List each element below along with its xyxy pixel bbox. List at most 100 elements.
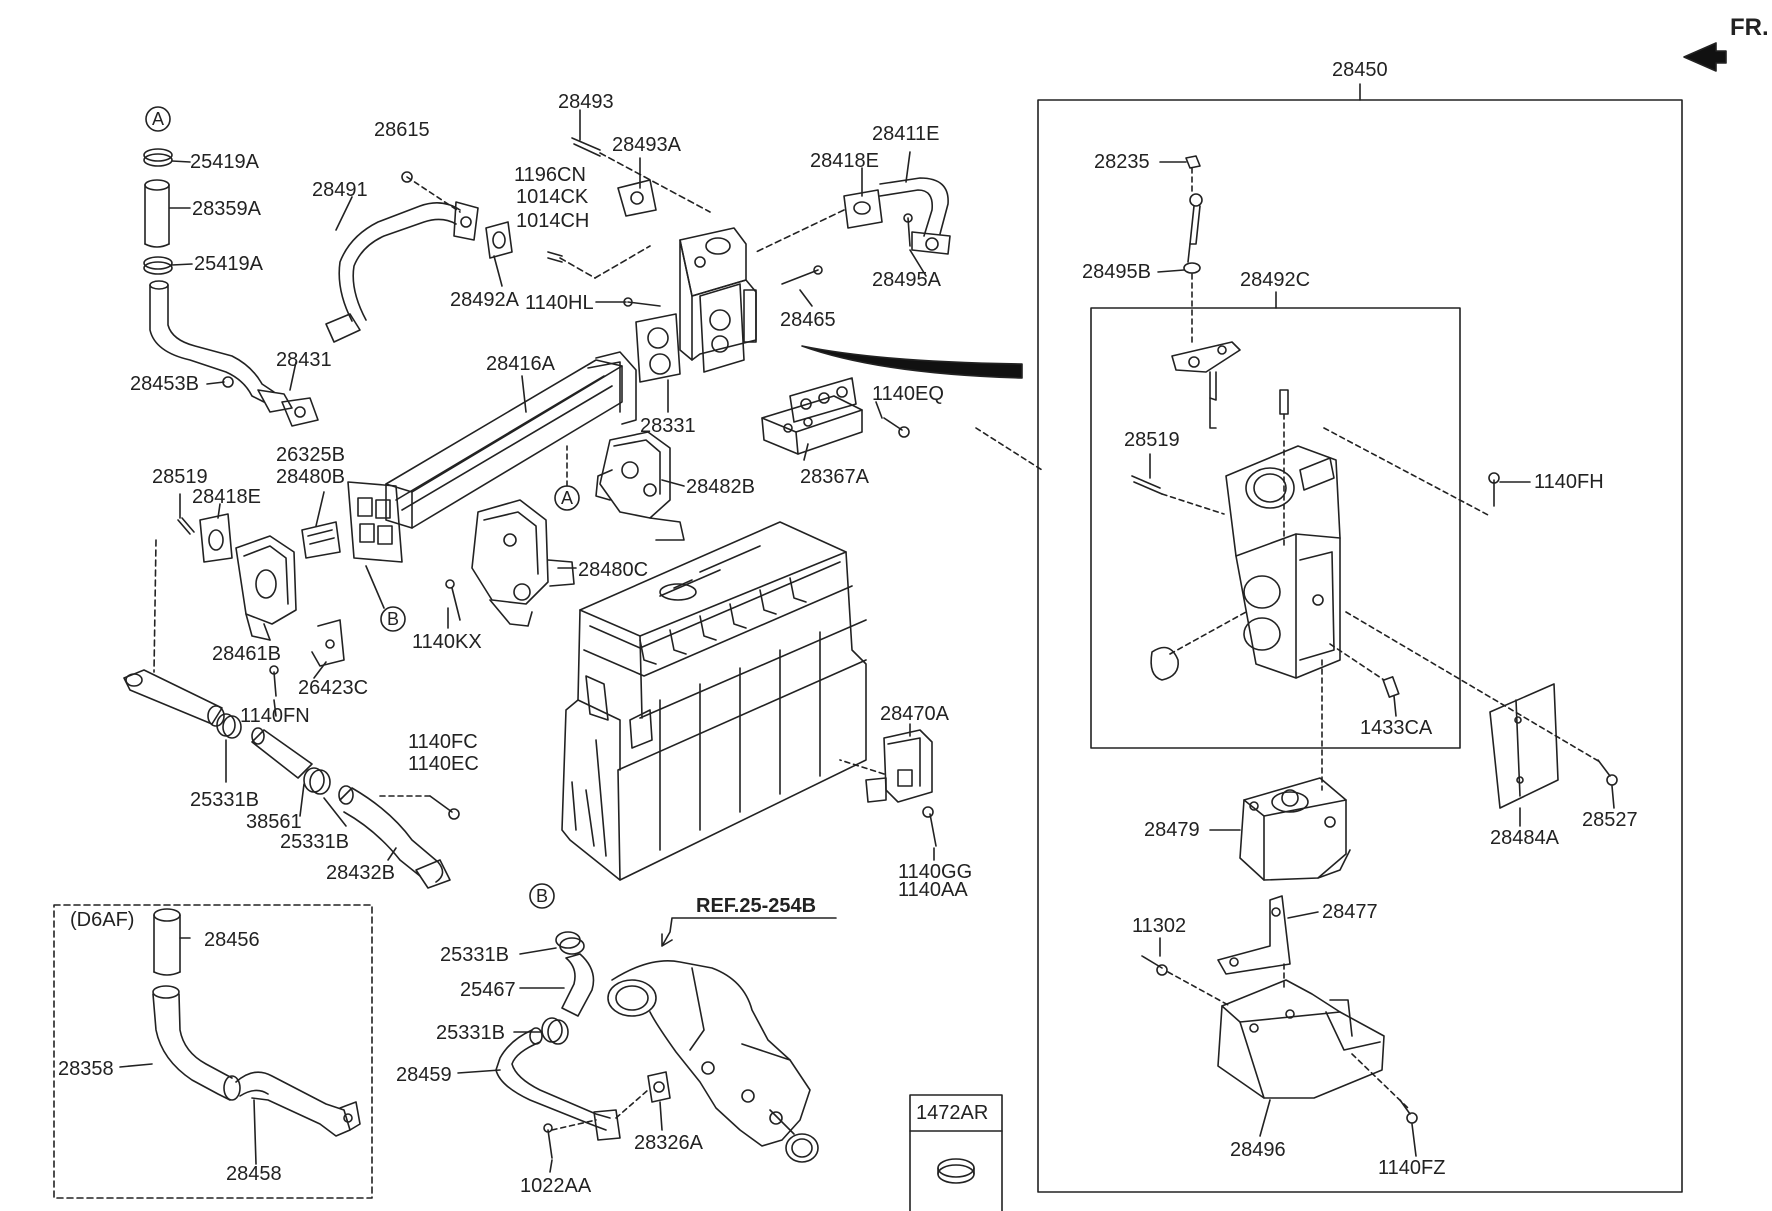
bracket-28480c-drawing xyxy=(471,499,575,627)
bolt-28519-left-drawing xyxy=(177,517,195,535)
pipe-28358-drawing xyxy=(152,985,241,1101)
gasket-28331-drawing xyxy=(635,313,681,383)
main-box-label: 28450 xyxy=(1332,59,1388,81)
part-label-1140fz: 1140FZ xyxy=(1378,1157,1446,1179)
sub-box-label: 28492C xyxy=(1240,269,1311,291)
bolt-1140hl-drawing xyxy=(623,297,661,307)
ref-leader-arrow-icon xyxy=(661,917,837,947)
leader-1140fh-dashed xyxy=(1323,427,1491,517)
part-label-28480c: 28480C xyxy=(578,559,649,581)
hose-28359a-drawing xyxy=(144,179,170,248)
clamp-25331b-mid-drawing xyxy=(303,767,331,795)
part-label-1140gg: 1140GG xyxy=(898,861,973,883)
part-label-1140kx: 1140KX xyxy=(412,631,482,653)
part-label-28459: 28459 xyxy=(396,1064,452,1086)
bolt-1140fh-drawing xyxy=(1488,472,1500,507)
egr-valve-block-drawing xyxy=(679,227,757,373)
part-label-25331b-bottom-lower: 25331B xyxy=(436,1022,505,1044)
part-label-1014ch: 1014CH xyxy=(516,210,590,232)
leader-11302-dashed xyxy=(1167,971,1231,1007)
pipe-28491-drawing xyxy=(325,201,479,343)
part-label-1140fc: 1140FC xyxy=(408,731,478,753)
part-label-28484a: 28484A xyxy=(1490,827,1559,849)
leader-28519-box-dashed xyxy=(1161,493,1225,515)
gasket-28431-drawing xyxy=(281,397,319,427)
part-label-28416a: 28416A xyxy=(486,353,555,375)
pipe-28432b-drawing xyxy=(338,785,451,889)
part-label-28492a: 28492A xyxy=(450,289,519,311)
gasket-28480b-drawing xyxy=(301,521,341,559)
part-label-1140ec: 1140EC xyxy=(408,753,479,775)
pin-1433ca-drawing xyxy=(1382,676,1400,698)
part-label-28527: 28527 xyxy=(1582,809,1638,831)
part-label-25419a-top: 25419A xyxy=(190,151,259,173)
gasket-28492a-drawing xyxy=(485,221,513,259)
leader-1014ch-b xyxy=(594,245,651,279)
part-label-28432b: 28432B xyxy=(326,862,395,884)
egr-cooler-flange-drawing xyxy=(347,481,403,563)
callout-a-top-letter: A xyxy=(152,109,165,129)
part-label-28235: 28235 xyxy=(1094,151,1150,173)
part-label-28367a: 28367A xyxy=(800,466,869,488)
leader-28470a-dashed xyxy=(839,759,885,775)
bolt-28519-box-drawing xyxy=(1131,475,1163,495)
part-label-28479: 28479 xyxy=(1144,819,1200,841)
pipe-28411e-drawing xyxy=(879,177,951,255)
sensor-28470a-drawing xyxy=(865,729,933,803)
pin-upper-drawing xyxy=(1279,389,1289,415)
part-label-28456: 28456 xyxy=(204,929,260,951)
part-label-28418e-top: 28418E xyxy=(810,150,879,172)
gasket-28326a-drawing xyxy=(647,1071,671,1103)
bolt-1140gg-drawing xyxy=(922,806,937,847)
part-label-28519-left: 28519 xyxy=(152,466,208,488)
variant-label: (D6AF) xyxy=(70,909,135,931)
leader-1433ca-dashed xyxy=(1329,643,1385,681)
leader-1140fz-dashed xyxy=(1351,1053,1409,1109)
housing-28461b-drawing xyxy=(235,535,297,641)
clamp-25331b-bottom-top-drawing xyxy=(555,931,585,955)
part-label-28465: 28465 xyxy=(780,309,836,331)
part-label-11302: 11302 xyxy=(1132,915,1187,937)
part-label-1140eq: 1140EQ xyxy=(872,383,944,405)
bracket-28367a-drawing xyxy=(761,377,863,455)
bolt-1140fz-drawing xyxy=(1399,1099,1418,1124)
part-label-28493a: 28493A xyxy=(612,134,681,156)
ref-label: REF.25-254B xyxy=(696,895,817,917)
bolt-1022aa-drawing xyxy=(543,1123,553,1159)
part-label-28453b: 28453B xyxy=(130,373,199,395)
nut-28615-drawing xyxy=(401,171,413,183)
hose-clamp-lower-drawing xyxy=(143,256,173,275)
pipe-28458-drawing xyxy=(235,1071,361,1137)
bracket-28482b-drawing xyxy=(595,431,685,541)
part-label-1196cn: 1196CN xyxy=(514,164,586,186)
callout-b-mid-letter: B xyxy=(387,609,400,629)
pipe-28453b-drawing xyxy=(149,280,293,413)
clamp-25331b-bottom-lower-drawing xyxy=(541,1017,569,1045)
leader-left-dashed xyxy=(153,539,157,673)
front-direction-label: FR. xyxy=(1730,14,1769,41)
leader-28615 xyxy=(406,176,461,213)
legend-part-label: 1472AR xyxy=(916,1102,989,1124)
leader-28493 xyxy=(599,152,711,213)
legend-box-frame xyxy=(909,1094,1003,1211)
part-label-28458: 28458 xyxy=(226,1163,282,1185)
part-label-28358: 28358 xyxy=(58,1058,114,1080)
part-label-1433ca: 1433CA xyxy=(1360,717,1433,739)
bolt-1140fn-drawing xyxy=(269,665,279,697)
actuator-28479-drawing xyxy=(1239,777,1351,881)
part-label-28493: 28493 xyxy=(558,91,614,113)
variant-box-frame xyxy=(53,904,373,1199)
part-label-28359a: 28359A xyxy=(192,198,261,220)
hose-28456-drawing xyxy=(153,908,181,976)
bracket-26423c-drawing xyxy=(311,619,345,667)
rod-28495b-drawing xyxy=(1183,193,1203,274)
part-label-28326a: 28326A xyxy=(634,1132,703,1154)
nut-28235-drawing xyxy=(1185,155,1201,169)
egr-cooler-28416a-drawing xyxy=(385,351,637,529)
part-label-25419a-lower: 25419A xyxy=(194,253,263,275)
bolt-28495a-drawing xyxy=(903,213,913,247)
egr-housing-box-drawing xyxy=(1225,445,1341,679)
gasket-28493a-drawing xyxy=(617,179,657,217)
part-label-25331b-left: 25331B xyxy=(190,789,259,811)
